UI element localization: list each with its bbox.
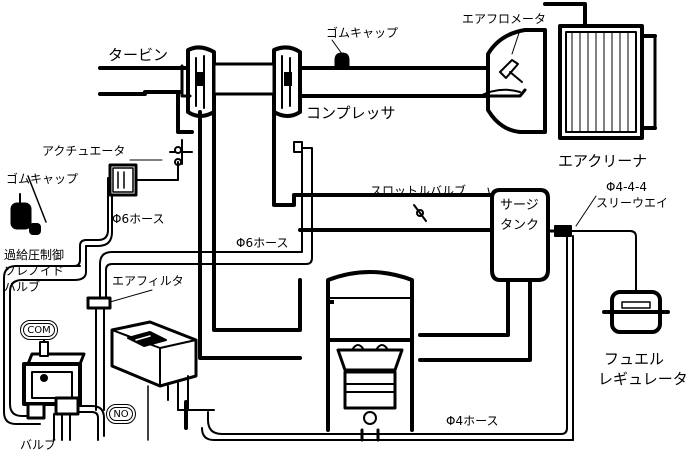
- surge-tank-label-1: サージ: [500, 198, 539, 213]
- rubber-cap-left-label: ゴムキャップ: [6, 172, 79, 186]
- fuel-pressure-regulator: [602, 290, 670, 334]
- three-way-label-2: スリーウエイ: [596, 196, 669, 210]
- phi6-hose-left: [3, 239, 87, 425]
- three-way-label-1: Φ4-4-4: [606, 180, 648, 194]
- solenoid-label-2: ソレノイド: [4, 264, 65, 278]
- solenoid-label-1: 過給圧制御: [4, 248, 65, 262]
- actuator-label: アクチュエータ: [42, 144, 126, 158]
- actuator: [85, 139, 193, 247]
- boost-solenoid-valve: [22, 335, 105, 441]
- turbine-exhaust-pipe: [98, 66, 194, 134]
- air-cleaner: [543, 2, 657, 140]
- fuel-regulator-label-2: レギュレータ: [598, 370, 688, 388]
- air-cleaner-label: エアクリーナ: [558, 152, 648, 170]
- hose-phi4-label: Φ4ホース: [446, 414, 499, 428]
- air-flow-meter-label: エアフロメータ: [462, 12, 547, 26]
- leader-lines: [109, 29, 597, 303]
- port-no-tag: NO: [106, 404, 136, 424]
- charge-pipe: [198, 110, 532, 362]
- turbine-label: タービン: [108, 46, 169, 64]
- port-com-tag: COM: [20, 320, 58, 340]
- surge-tank: [490, 188, 550, 282]
- phi6-hose-center: [99, 141, 313, 301]
- hose-phi6-left-label: Φ6ホース: [112, 212, 165, 226]
- engine: [326, 270, 414, 442]
- hose-phi6-center-label: Φ6ホース: [236, 236, 289, 250]
- throttle-valve-label: スロットルバルブ: [370, 184, 467, 198]
- surge-tank-label-2: タンク: [500, 218, 540, 233]
- fuel-pressure-hose: [201, 230, 637, 441]
- air-filter: [86, 296, 112, 411]
- fuel-regulator-label-1: フュエル: [604, 350, 665, 368]
- throttle-valve: [413, 204, 427, 222]
- air-flow-meter: [478, 28, 547, 134]
- valve-label: バルブ: [20, 438, 57, 452]
- solenoid-label-3: バルブ: [4, 280, 41, 294]
- air-filter-label: エアフィルタ: [112, 274, 184, 288]
- boost-controller: [110, 320, 215, 441]
- three-way-joint: [546, 225, 572, 237]
- compressor-label: コンプレッサ: [306, 104, 396, 122]
- rubber-cap-top-label: ゴムキャップ: [326, 26, 399, 40]
- rubber-cap-left: [10, 175, 47, 235]
- turbocharger: [180, 45, 302, 118]
- intake-pipe: [298, 52, 492, 98]
